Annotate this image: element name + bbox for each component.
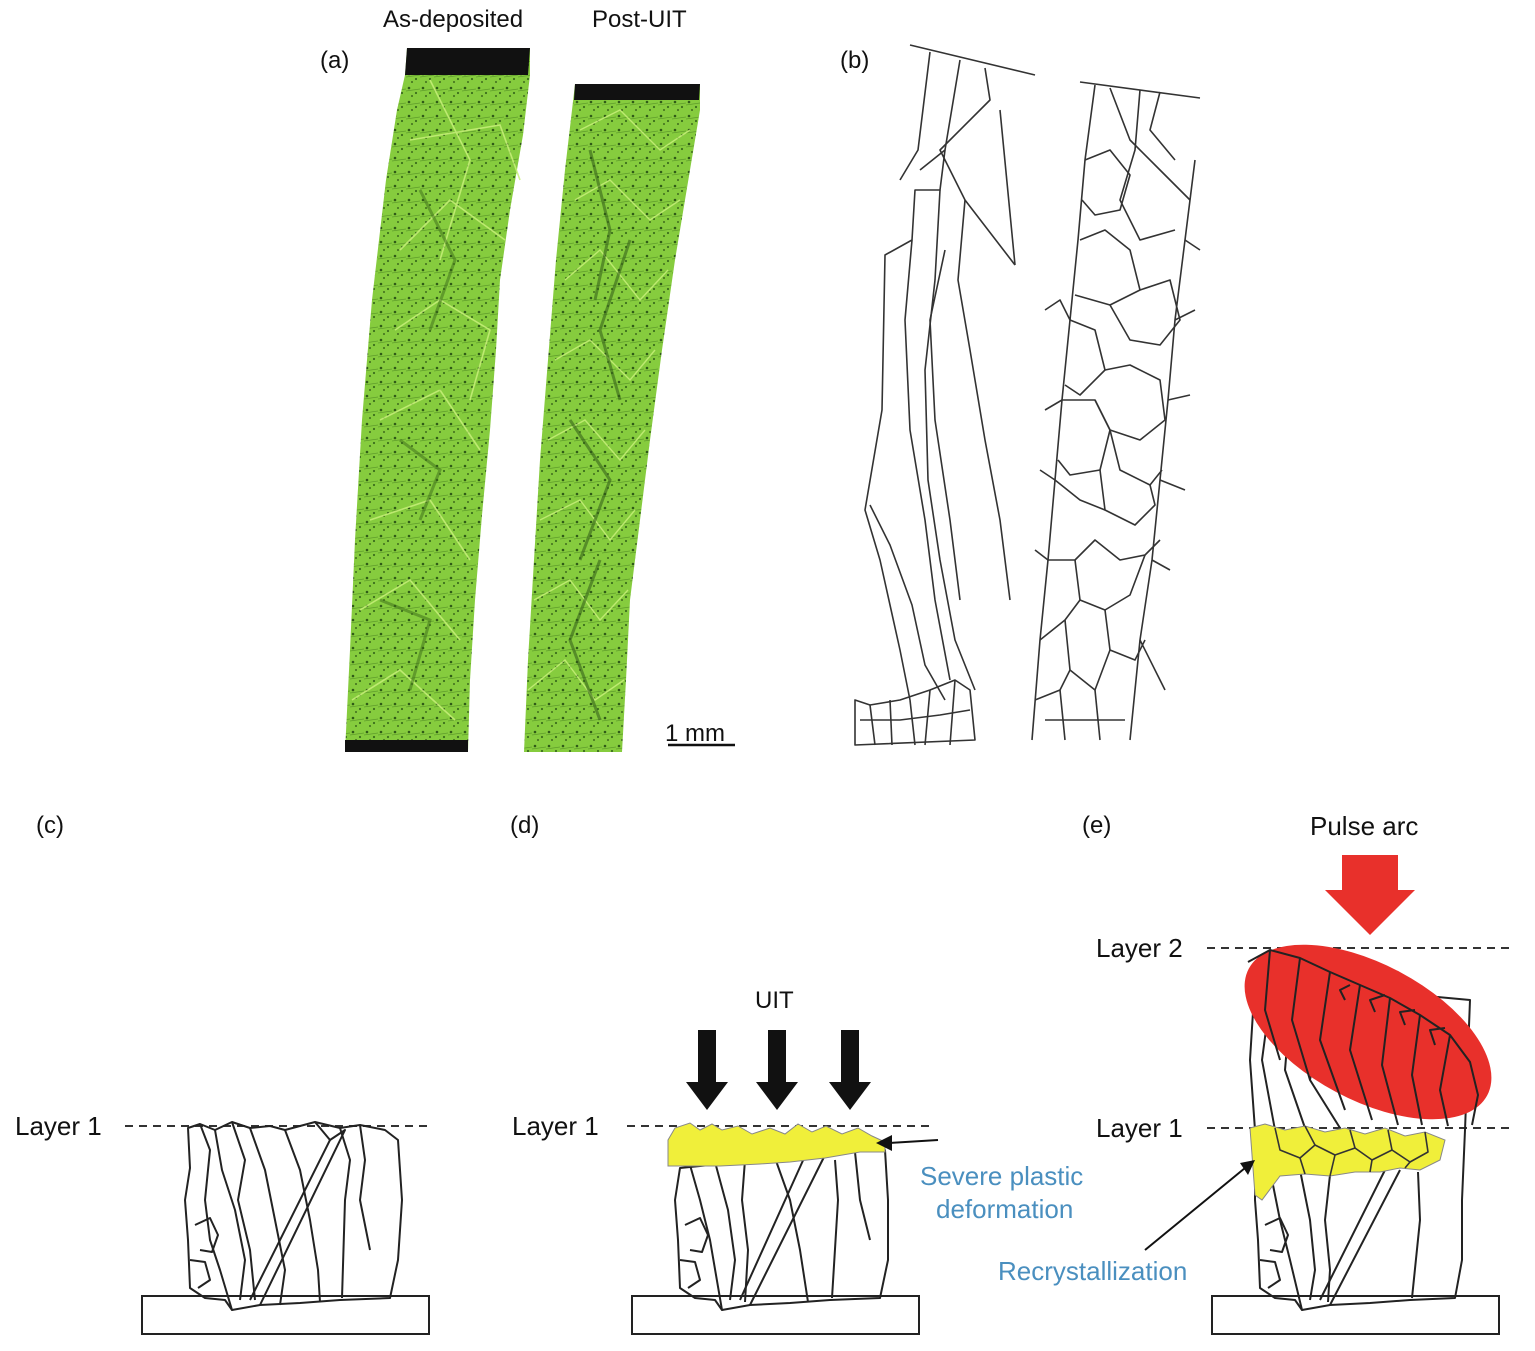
as-deposited-grain-map [854,44,1036,746]
grain-block-d [674,1149,889,1311]
post-uit-label: Post-UIT [592,6,687,33]
pulse-arc-label: Pulse arc [1310,811,1418,841]
recrystallization-pointer-arrowhead [1240,1160,1255,1175]
grain-block-c [184,1121,403,1311]
molten-pool-ellipse [1244,944,1492,1120]
recrystallized-grains [1274,1125,1429,1177]
uit-arrow-2 [756,1030,798,1110]
uit-arrow-3 [829,1030,871,1110]
panel-d: (d) UIT Layer 1 Severe plastic deformati… [510,812,1083,1335]
layer-1-label-c: Layer 1 [15,1111,102,1141]
panel-a: (a) As-deposited Post-UIT [320,6,735,752]
panel-e: (e) Pulse arc Layer 2 Layer 1 [998,811,1510,1335]
spd-pointer-arrowhead [876,1135,892,1151]
layer-2-label: Layer 2 [1096,933,1183,963]
substrate-d [631,1295,920,1335]
uit-arrow-1 [686,1030,728,1110]
uit-arrows [686,1030,871,1110]
spd-label-line-2: deformation [936,1194,1073,1224]
recrystallization-zone [1249,1123,1446,1201]
layer-1-label-d: Layer 1 [512,1111,599,1141]
spd-pointer-line [887,1139,939,1144]
panel-e-tag: (e) [1082,812,1111,839]
severe-plastic-deformation-zone [667,1122,886,1167]
post-uit-micrograph [524,84,700,752]
post-uit-grain-map [1031,81,1201,741]
panel-d-tag: (d) [510,812,539,839]
panel-a-tag: (a) [320,47,349,74]
uit-label: UIT [755,987,794,1014]
panel-c: (c) Layer 1 [15,812,430,1335]
recrystallization-pointer-line [1144,1167,1246,1251]
scale-bar: 1 mm [665,720,735,747]
substrate-c [141,1295,430,1335]
layer-1-label-e: Layer 1 [1096,1113,1183,1143]
as-deposited-micrograph [345,48,530,752]
panel-c-tag: (c) [36,812,64,839]
spd-label-line-1: Severe plastic [920,1161,1083,1191]
panel-b-tag: (b) [840,47,869,74]
as-deposited-label: As-deposited [383,6,523,33]
panel-b: (b) [840,44,1201,746]
substrate-e [1211,1295,1500,1335]
columnar-grains-in-pool [1247,949,1479,1127]
pulse-arc-arrow [1325,855,1415,935]
scale-bar-label: 1 mm [665,720,725,747]
recrystallization-label: Recrystallization [998,1256,1187,1286]
